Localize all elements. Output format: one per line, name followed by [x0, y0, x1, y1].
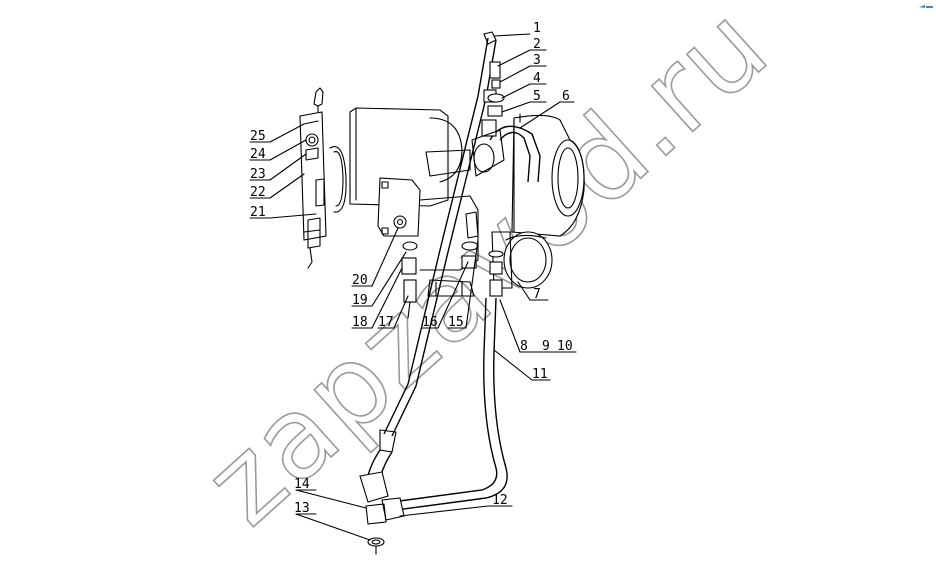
return-pipe — [359, 297, 508, 555]
callout-19: 19 — [352, 293, 368, 308]
watermark: zapzavod.ru — [180, 0, 794, 551]
callout-1: 1 — [533, 21, 541, 36]
callout-11: 11 — [532, 367, 548, 382]
callout-23: 23 — [250, 167, 266, 182]
callout-18: 18 — [352, 315, 368, 330]
callout-17: 17 — [378, 315, 394, 330]
callout-3: 3 — [533, 53, 541, 68]
callout-6: 6 — [562, 89, 570, 104]
callout-9: 9 — [542, 339, 550, 354]
callout-10: 10 — [557, 339, 573, 354]
leader-lines — [249, 33, 577, 541]
callout-7: 7 — [533, 287, 541, 302]
callout-8: 8 — [520, 339, 528, 354]
callout-20: 20 — [352, 273, 368, 288]
callout-25: 25 — [250, 129, 266, 144]
callout-labels: 1 2 3 4 5 6 7 8 9 10 11 12 13 14 15 16 1… — [250, 21, 573, 516]
callout-4: 4 — [533, 71, 541, 86]
callout-15: 15 — [448, 315, 464, 330]
long-oil-line — [365, 31, 497, 491]
lower-fittings — [401, 211, 504, 319]
callout-16: 16 — [422, 315, 438, 330]
turbocharger-body — [349, 107, 585, 297]
corner-mark-icon — [919, 5, 933, 8]
fittings-column — [471, 61, 505, 177]
callout-2: 2 — [533, 37, 541, 52]
callout-13: 13 — [294, 501, 310, 516]
callout-14: 14 — [294, 477, 310, 492]
watermark-text: zapzavod.ru — [181, 0, 793, 550]
callout-24: 24 — [250, 147, 266, 162]
callout-5: 5 — [533, 89, 541, 104]
callout-21: 21 — [250, 205, 266, 220]
callout-22: 22 — [250, 185, 266, 200]
flange-assembly — [299, 87, 347, 269]
callout-12: 12 — [492, 493, 508, 508]
